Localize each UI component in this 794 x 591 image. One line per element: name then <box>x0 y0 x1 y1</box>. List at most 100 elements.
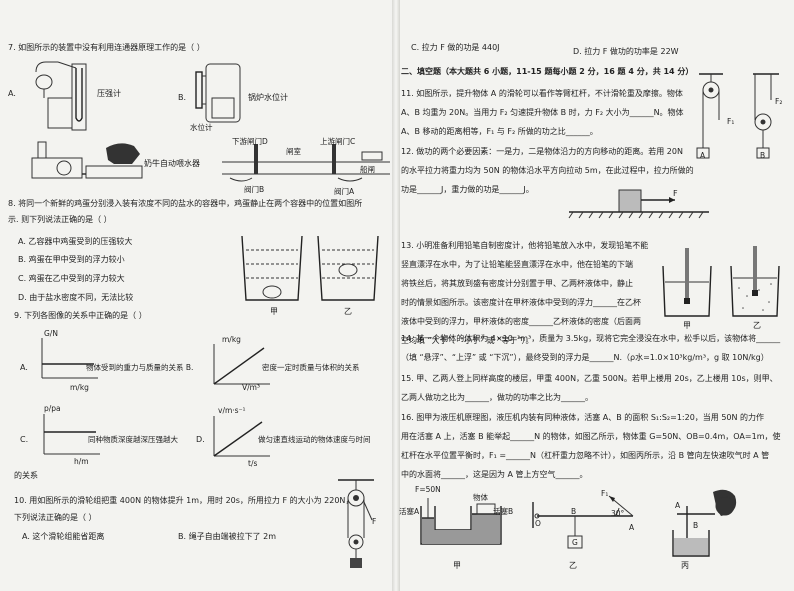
q16-line1: 16. 图甲为液压机原理图，液压机内装有同种液体，活塞 A、B 的面积 S₁:S… <box>401 413 765 422</box>
q16-lever-g: G <box>572 538 578 547</box>
q9-option-d: D. <box>196 435 205 444</box>
q8-option-d: D. 由于盐水密度不同，无法比较 <box>18 293 134 302</box>
q13-hydrometer-figure <box>662 246 780 317</box>
q7-option-b: B. <box>178 93 187 102</box>
q7-c-caption: 奶牛自动喂水器 <box>144 159 200 168</box>
q11-block-b: B <box>760 151 766 160</box>
q12-line1: 12. 做功的两个必要因素：一是力，二是物体沿力的方向移动的距离。若用 20N <box>401 147 683 156</box>
q9-d-text: 做匀速直线运动的物体速度与时间 <box>258 435 371 444</box>
q12-line3: 功是______J，重力做的功是______J。 <box>401 185 534 194</box>
q8-option-a: A. 乙容器中鸡蛋受到的压强较大 <box>18 237 133 246</box>
q16-tube-a: A <box>675 501 681 510</box>
q16-lever-o: O <box>535 519 541 528</box>
q9-graph-a <box>41 338 98 379</box>
q9-d-xaxis: t/s <box>248 459 258 468</box>
q11-block-a: A <box>700 151 706 160</box>
q10-option-c: C. 拉力 F 做的功是 440J <box>411 43 500 52</box>
q13-line5: 液体中受到的浮力，甲杯液体的密度______乙杯液体的密度（后面两 <box>401 317 641 326</box>
q16-lever-figure <box>532 495 634 549</box>
q11-line2: A、B 均重为 20N。当用力 F₂ 匀速提升物体 B 时，力 F₂ 大小为__… <box>401 108 684 117</box>
q12-line2: 的水平拉力将重力均为 50N 的物体沿水平方向拉动 5m，在此过程中，拉力所做的 <box>401 166 694 175</box>
q7-d-upstream-gate: 上游闸门C <box>320 137 356 146</box>
q12-force-label: F <box>673 189 678 198</box>
q16-lever-angle: 30° <box>611 509 625 518</box>
q9-graph-b <box>213 344 270 385</box>
u-tube-manometer-figure <box>35 61 87 131</box>
q10-option-a: A. 这个滑轮组能省距离 <box>22 532 105 541</box>
q9-a-xaxis: m/kg <box>70 383 89 392</box>
egg-beakers-figure <box>241 235 379 301</box>
boiler-figure <box>195 63 241 123</box>
q13-line3: 将铁丝后，将其放到盛有密度计分别置于甲、乙两杯液体中，静止 <box>401 279 633 288</box>
q16-blowing-figure <box>672 489 737 557</box>
q9-graph-c <box>43 414 100 455</box>
section-title: 二、填空题（本大题共 6 小题，11-15 题每小题 2 分，16 题 4 分，… <box>401 67 694 76</box>
q7-a-caption: 压强计 <box>97 89 121 98</box>
q8-label-yi: 乙 <box>344 307 352 316</box>
left-page: 7. 如图所示的装置中没有利用连通器原理工作的是（ ） A. 压强计 B. 锅炉… <box>8 43 390 568</box>
q11-f2: F₂ <box>775 97 783 106</box>
q13-line1: 13. 小明准备利用铅笔自制密度计，他将铅笔放入水中，发现铅笔不能 <box>401 241 649 250</box>
q9-c-xaxis: h/m <box>74 457 89 466</box>
q9-graph-d <box>213 416 270 457</box>
right-page: C. 拉力 F 做的功是 440J D. 拉力 F 做功的功率是 22W 二、填… <box>397 0 794 591</box>
q16-label-jia: 甲 <box>453 561 461 570</box>
q13-label-jia: 甲 <box>683 321 691 330</box>
q10-force-label: F <box>372 517 377 526</box>
q13-line2: 竖直漂浮在水中，为了让铅笔能竖直漂浮在水中，他在铅笔的下端 <box>401 260 633 269</box>
q9-c-yaxis: p/pa <box>44 404 61 413</box>
q7-b-sub: 水位计 <box>190 123 213 132</box>
q9-c-text: 同种物质深度越深压强越大 <box>88 435 178 444</box>
q8-label-jia: 甲 <box>270 307 278 316</box>
q16-piston-b: 活塞B <box>493 507 514 516</box>
q10-stem2: 下列说法正确的是（ ） <box>14 513 97 522</box>
q14-line1: 14. 某一个物体的体积为 4×10⁻³m³，质量为 3.5kg，现将它完全浸没… <box>401 334 781 343</box>
q9-d-yaxis: v/m·s⁻¹ <box>218 406 246 415</box>
q10-pulley-figure <box>338 479 374 568</box>
q13-line4: 时的情景如图所示。该密度计在甲杯液体中受到的浮力______在乙杯 <box>401 298 641 307</box>
q16-line3: 杠杆在水平位置平衡时，F₁ =______N（杠杆重力忽略不计），如图丙所示，沿… <box>401 451 770 460</box>
q9-option-c: C. <box>20 435 29 444</box>
q13-line6: 空均填 “大于”、“小于” 或 “等于”）。 <box>401 336 534 345</box>
q7-d-downstream-gate: 下游闸门D <box>232 137 268 146</box>
q15-line1: 15. 甲、乙两人登上同样高度的楼层，甲重 400N，乙重 500N。若甲上楼用… <box>401 374 778 383</box>
q7-b-caption: 锅炉水位计 <box>248 93 288 102</box>
q7-option-a: A. <box>8 89 16 98</box>
q10-stem: 10. 用如图所示的滑轮组把重 400N 的物体提升 1m，用时 20s，所用拉… <box>14 496 354 505</box>
q9-a-text: 物体受到的重力与质量的关系 B. <box>86 363 194 372</box>
q9-b-xaxis: V/m³ <box>242 383 260 392</box>
q12-block-figure <box>568 189 709 219</box>
q10-option-b: B. 绳子自由端被拉下了 2m <box>178 532 276 541</box>
q9-a-yaxis: G/N <box>44 329 58 338</box>
q11-pulley-figure <box>696 73 779 159</box>
q16-piston-a: 活塞A <box>399 507 420 516</box>
q16-label-yi: 乙 <box>569 561 577 570</box>
q11-line3: A、B 移动的距离相等，F₁ 与 F₂ 所做的功之比______。 <box>401 127 598 136</box>
q8-option-c: C. 鸡蛋在乙中受到的浮力较大 <box>18 274 125 283</box>
q7-stem: 7. 如图所示的装置中没有利用连通器原理工作的是（ ） <box>8 43 205 52</box>
q8-option-b: B. 鸡蛋在甲中受到的浮力较小 <box>18 255 125 264</box>
q15-line2: 乙两人做功之比为______，做功的功率之比为______。 <box>401 393 593 402</box>
q16-line2: 用在活塞 A 上，活塞 B 能举起______N 的物体，如图乙所示，物体重 G… <box>401 432 781 441</box>
ship-lock-figure <box>222 144 390 182</box>
q16-line4: 中的水面将______，这是因为 A 管上方空气______。 <box>401 470 588 479</box>
q9-option-a: A. <box>20 363 28 372</box>
q16-hydraulic-press-figure <box>420 498 502 545</box>
q7-d-valve-b: 阀门B <box>244 185 265 194</box>
q16-lever-a: A <box>629 523 635 532</box>
q16-tube-b: B <box>693 521 699 530</box>
q16-lever-b: B <box>571 507 577 516</box>
q9-b-text: 密度一定时质量与体积的关系 <box>262 363 360 372</box>
cow-feeder-figure <box>31 141 143 179</box>
q9-stem: 9. 下列各图像的关系中正确的是（ ） <box>14 311 147 320</box>
q16-press-object: 物体 <box>473 493 488 502</box>
q11-line1: 11. 如图所示，提升物体 A 的滑轮可以看作等臂杠杆，不计滑轮重及摩擦。物体 <box>401 89 683 98</box>
q16-lever-f1: F₁ <box>601 489 609 498</box>
q9-tail: 的关系 <box>14 471 38 480</box>
q8-stem: 8. 将同一个新鲜的鸡蛋分别浸入装有浓度不同的盐水的容器中，鸡蛋静止在两个容器中… <box>8 199 363 208</box>
page-fold <box>392 0 400 591</box>
q14-line2: （填 “悬浮”、“上浮” 或 “下沉”），最终受到的浮力是______N.（ρ水… <box>401 353 769 362</box>
q7-d-shiplock: 船闸 <box>360 165 375 174</box>
q7-d-chamber: 闸室 <box>286 147 301 156</box>
